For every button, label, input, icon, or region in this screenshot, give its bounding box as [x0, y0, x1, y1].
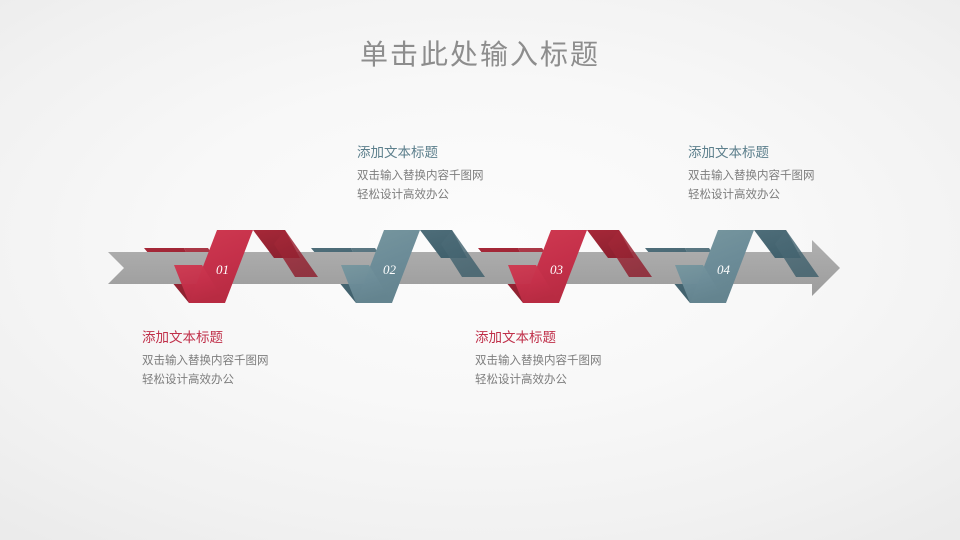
- callout-title-03: 添加文本标题: [475, 330, 556, 345]
- page-title[interactable]: 单击此处输入标题: [359, 39, 600, 70]
- step-number-01: 01: [216, 262, 229, 277]
- callout-title-01: 添加文本标题: [142, 330, 223, 345]
- ribbon-front-layer: 01 02 03: [174, 230, 819, 303]
- ribbon-03[interactable]: 03: [508, 230, 652, 303]
- callout-step-04[interactable]: 添加文本标题 双击输入替换内容千图网 轻松设计高效办公: [688, 143, 903, 205]
- callout-line-02-1: 双击输入替换内容千图网: [357, 170, 484, 182]
- callout-step-03[interactable]: 添加文本标题 双击输入替换内容千图网 轻松设计高效办公: [475, 328, 690, 390]
- callout-line-03-2: 轻松设计高效办公: [475, 374, 567, 386]
- step-number-04: 04: [717, 262, 731, 277]
- callout-line-01-1: 双击输入替换内容千图网: [142, 355, 269, 367]
- step-number-03: 03: [550, 262, 564, 277]
- callout-step-02[interactable]: 添加文本标题 双击输入替换内容千图网 轻松设计高效办公: [357, 143, 572, 205]
- callout-title-02: 添加文本标题: [357, 145, 438, 160]
- callout-line-04-2: 轻松设计高效办公: [688, 189, 780, 201]
- ribbon-04[interactable]: 04: [675, 230, 819, 303]
- callout-line-01-2: 轻松设计高效办公: [142, 374, 234, 386]
- step-number-02: 02: [383, 262, 397, 277]
- ribbon-01[interactable]: 01: [174, 230, 318, 303]
- ribbon-02[interactable]: 02: [341, 230, 485, 303]
- callout-line-02-2: 轻松设计高效办公: [357, 189, 449, 201]
- callout-title-04: 添加文本标题: [688, 145, 769, 160]
- callout-line-03-1: 双击输入替换内容千图网: [475, 355, 602, 367]
- callout-line-04-1: 双击输入替换内容千图网: [688, 170, 815, 182]
- callout-step-01[interactable]: 添加文本标题 双击输入替换内容千图网 轻松设计高效办公: [142, 328, 357, 390]
